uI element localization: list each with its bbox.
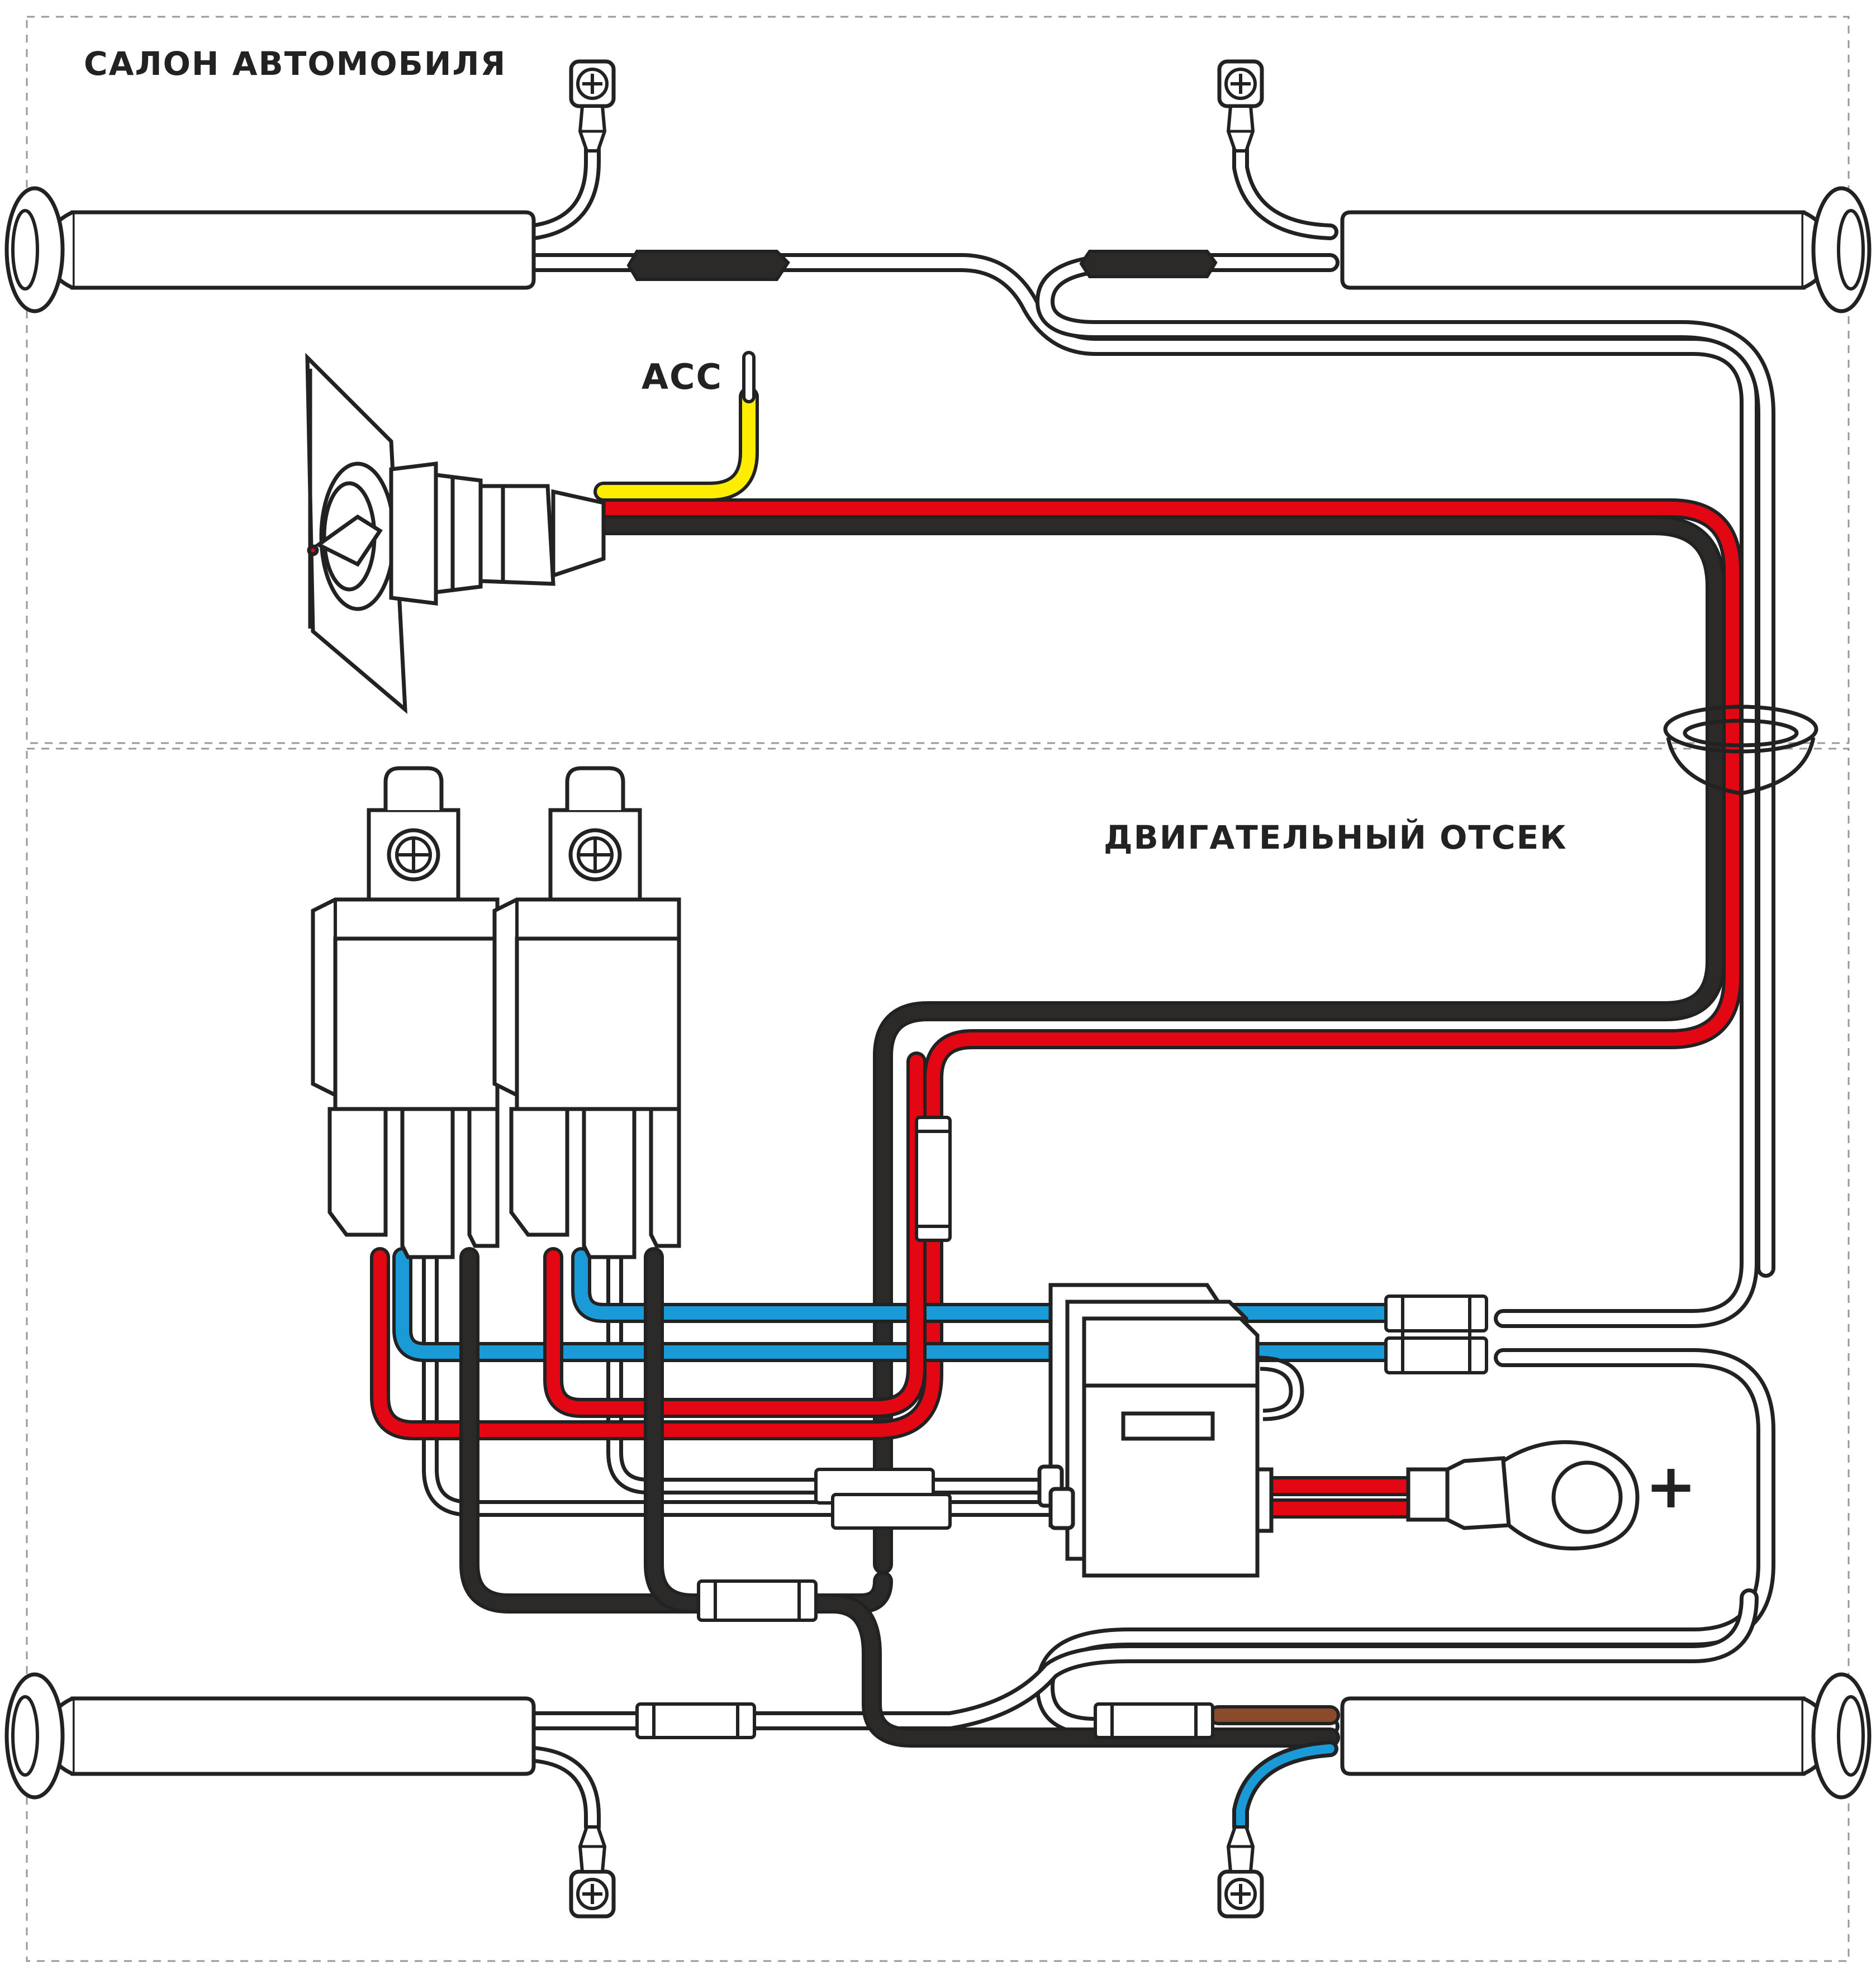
battery-ring-terminal-icon (1406, 1440, 1640, 1551)
fuse-block-icon (1037, 1283, 1304, 1578)
toggle-switch-icon (305, 353, 606, 714)
grommet-icon (1663, 705, 1818, 796)
cabin-zone-label: САЛОН АВТОМОБИЛЯ (84, 45, 507, 83)
inline-connectors (626, 250, 1488, 1739)
engine-bay-zone-label: ДВИГАТЕЛЬНЫЙ ОТСЕК (1104, 818, 1568, 856)
acc-wire-label: ACC (642, 356, 723, 397)
relay-wires (392, 1051, 1424, 1835)
ring-terminal-icon (571, 61, 614, 151)
ring-terminal-icon (571, 1827, 614, 1916)
ring-terminal-icon (1219, 1827, 1262, 1916)
relay-icon (313, 768, 497, 1257)
horn-icon (1342, 188, 1869, 311)
horn-icon (7, 1674, 534, 1797)
relay-icon (495, 768, 679, 1257)
horn-icon (7, 188, 534, 311)
horn-icon (1342, 1674, 1869, 1797)
zone-borders (26, 16, 1850, 1962)
switch-power-wires (370, 351, 1742, 1574)
battery-plus-label: + (1645, 1450, 1698, 1522)
ring-terminal-icon (1219, 61, 1262, 151)
